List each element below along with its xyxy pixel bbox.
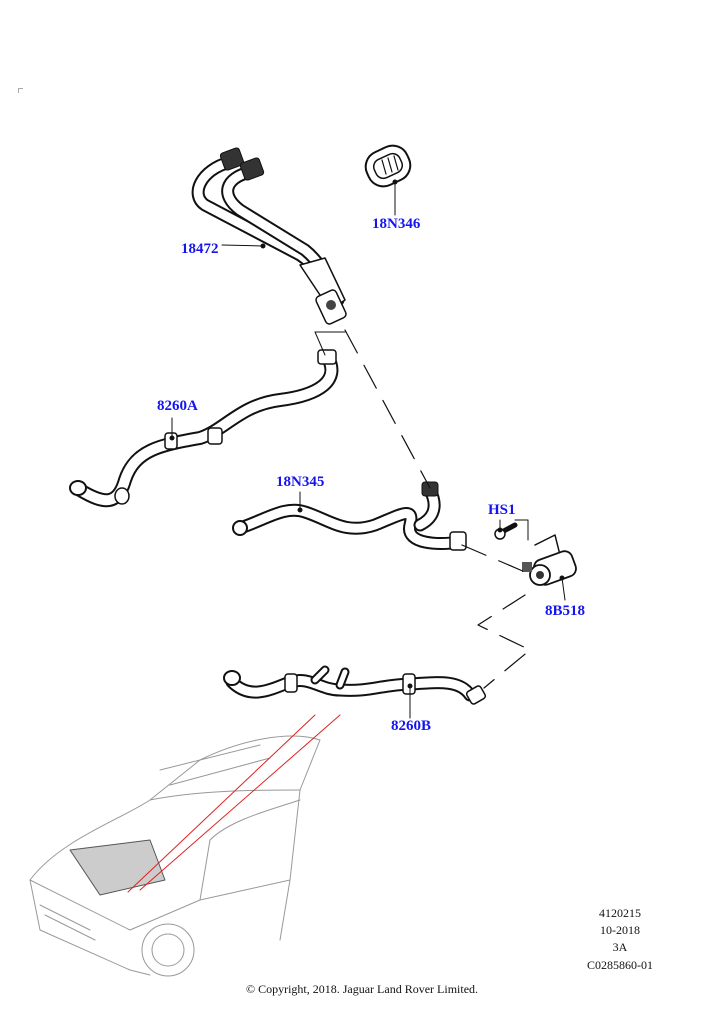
callout-18N345[interactable]: 18N345	[276, 474, 325, 490]
pump-8B518-drawing	[522, 534, 577, 586]
callout-8260A[interactable]: 8260A	[157, 398, 198, 414]
callout-HS1[interactable]: HS1	[488, 502, 516, 518]
bolt-HS1-drawing	[494, 522, 518, 540]
callout-8260B[interactable]: 8260B	[391, 718, 432, 734]
ref-number: 4120215	[599, 906, 641, 920]
leader-lines	[169, 179, 566, 719]
illustration-code: C0285860-01	[587, 958, 653, 972]
hose-18472-drawing	[191, 147, 347, 325]
callout-8B518[interactable]: 8B518	[545, 603, 586, 619]
date: 10-2018	[600, 923, 640, 937]
hose-8260B-drawing	[223, 665, 487, 705]
callout-18472[interactable]: 18472	[181, 241, 219, 257]
copyright: © Copyright, 2018. Jaguar Land Rover Lim…	[245, 982, 479, 996]
locator-lines	[127, 714, 341, 893]
callout-18N346[interactable]: 18N346	[372, 216, 421, 232]
vehicle-locator-drawing	[29, 735, 321, 977]
seal-18N346-drawing	[364, 144, 412, 188]
hose-18N345-drawing	[232, 481, 467, 551]
revision: 3A	[612, 940, 628, 954]
crop-mark	[18, 88, 23, 93]
assembly-dashed-lines	[344, 329, 531, 689]
